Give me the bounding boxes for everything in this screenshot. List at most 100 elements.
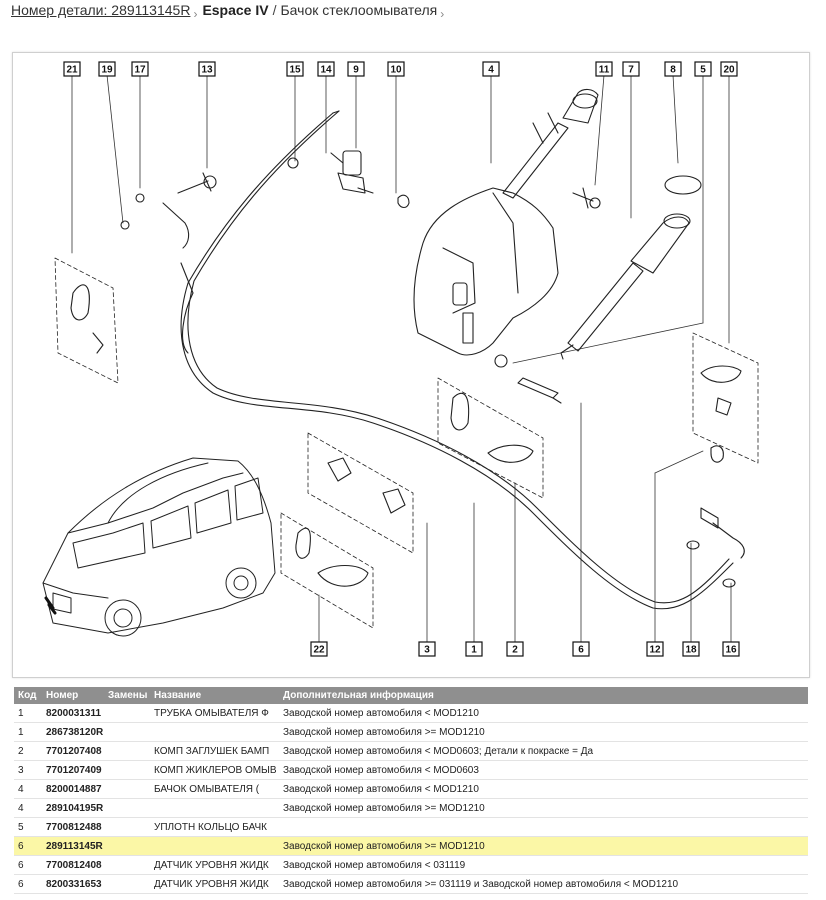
table-row[interactable]: 4 8200014887 БАЧОК ОМЫВАТЕЛЯ ( Заводской… <box>14 779 808 799</box>
cell-number[interactable]: 7701207408 <box>42 741 104 761</box>
cell-name <box>150 798 279 818</box>
cell-name <box>150 836 279 856</box>
callout-box-frame <box>286 61 304 77</box>
callout-box-frame <box>347 61 365 77</box>
cell-number[interactable]: 8200331653 <box>42 874 104 894</box>
cell-name: УПЛОТН КОЛЬЦО БАЧК <box>150 817 279 837</box>
callout-15[interactable]: 15 <box>286 61 304 77</box>
callout-label: 20 <box>723 65 735 76</box>
cell-info <box>279 817 808 837</box>
col-header-number[interactable]: Номер <box>42 687 104 704</box>
callout-box-frame <box>646 641 664 657</box>
callout-label: 17 <box>134 65 146 76</box>
callout-10[interactable]: 10 <box>387 61 405 77</box>
cell-number[interactable]: 289113145R <box>42 836 104 856</box>
cell-name: КОМП ЖИКЛЕРОВ ОМЫВ <box>150 760 279 780</box>
cell-replacements <box>104 798 150 818</box>
callout-box-frame <box>622 61 640 77</box>
table-row[interactable]: 6 8200331653 ДАТЧИК УРОВНЯ ЖИДК Заводско… <box>14 874 808 894</box>
callout-label: 11 <box>599 65 610 76</box>
breadcrumb-current: Бачок стеклоомывателя <box>280 2 438 18</box>
cell-replacements <box>104 722 150 742</box>
callout-label: 14 <box>320 65 332 76</box>
callout-label: 5 <box>700 65 706 76</box>
callout-17[interactable]: 17 <box>131 61 149 77</box>
cell-replacements <box>104 836 150 856</box>
callout-label: 15 <box>289 65 301 76</box>
callout-box-frame <box>482 61 500 77</box>
callout-3[interactable]: 3 <box>418 641 436 657</box>
callout-box-frame <box>595 61 613 77</box>
callout-box-frame <box>198 61 216 77</box>
callout-label: 10 <box>390 65 402 76</box>
callout-12[interactable]: 12 <box>646 641 664 657</box>
callout-1[interactable]: 1 <box>465 641 483 657</box>
cell-number[interactable]: 7701207409 <box>42 760 104 780</box>
callout-22[interactable]: 22 <box>310 641 328 657</box>
table-row[interactable]: 4 289104195R Заводской номер автомобиля … <box>14 798 808 818</box>
callout-2[interactable]: 2 <box>506 641 524 657</box>
cell-info: Заводской номер автомобиля < MOD0603; Де… <box>279 741 808 761</box>
callout-6[interactable]: 6 <box>572 641 590 657</box>
callout-box-frame <box>720 61 738 77</box>
col-header-code[interactable]: Код <box>14 687 42 704</box>
table-row[interactable]: 2 7701207408 КОМП ЗАГЛУШЕК БАМП Заводско… <box>14 741 808 761</box>
cap-part <box>664 175 702 195</box>
callout-box-frame <box>722 641 740 657</box>
cell-number[interactable]: 8200014887 <box>42 779 104 799</box>
cell-name: ТРУБКА ОМЫВАТЕЛЯ Ф <box>150 704 279 723</box>
callout-box-frame <box>682 641 700 657</box>
callout-label: 18 <box>685 645 697 656</box>
cell-info: Заводской номер автомобиля < MOD1210 <box>279 779 808 799</box>
cell-number[interactable]: 289104195R <box>42 798 104 818</box>
cell-name: БАЧОК ОМЫВАТЕЛЯ ( <box>150 779 279 799</box>
cell-code: 5 <box>14 817 42 837</box>
callout-label: 3 <box>424 645 430 656</box>
cell-replacements <box>104 817 150 837</box>
level-sensor-pipe <box>560 213 691 360</box>
cell-code: 4 <box>14 798 42 818</box>
table-row[interactable]: 3 7701207409 КОМП ЖИКЛЕРОВ ОМЫВ Заводско… <box>14 760 808 780</box>
cell-number[interactable]: 7700812488 <box>42 817 104 837</box>
callout-label: 21 <box>66 65 78 76</box>
table-row[interactable]: 1 286738120R Заводской номер автомобиля … <box>14 722 808 742</box>
cell-replacements <box>104 874 150 894</box>
table-row-selected[interactable]: 6 289113145R Заводской номер автомобиля … <box>14 836 808 856</box>
callout-label: 2 <box>512 645 518 656</box>
col-header-name[interactable]: Название <box>150 687 279 704</box>
cell-number[interactable]: 286738120R <box>42 722 104 742</box>
col-header-replacements[interactable]: Замены <box>104 687 150 704</box>
callout-5[interactable]: 5 <box>694 61 712 77</box>
table-row[interactable]: 5 7700812488 УПЛОТН КОЛЬЦО БАЧК <box>14 817 808 837</box>
callout-4[interactable]: 4 <box>482 61 500 77</box>
callout-19[interactable]: 19 <box>98 61 116 77</box>
table-row[interactable]: 6 7700812408 ДАТЧИК УРОВНЯ ЖИДК Заводско… <box>14 855 808 875</box>
col-header-info[interactable]: Дополнительная информация <box>279 687 808 704</box>
cell-number[interactable]: 7700812408 <box>42 855 104 875</box>
cell-name <box>150 722 279 742</box>
callout-box-frame <box>131 61 149 77</box>
callout-20[interactable]: 20 <box>720 61 738 77</box>
cell-code: 1 <box>14 722 42 742</box>
callout-label: 8 <box>670 65 676 76</box>
callout-9[interactable]: 9 <box>347 61 365 77</box>
callout-13[interactable]: 13 <box>198 61 216 77</box>
table-row[interactable]: 1 8200031311 ТРУБКА ОМЫВАТЕЛЯ Ф Заводско… <box>14 704 808 723</box>
callout-14[interactable]: 14 <box>317 61 335 77</box>
cell-code: 2 <box>14 741 42 761</box>
callout-21[interactable]: 21 <box>63 61 81 77</box>
callout-18[interactable]: 18 <box>682 641 700 657</box>
callout-16[interactable]: 16 <box>722 641 740 657</box>
breadcrumb-part-number-link[interactable]: Номер детали: 289113145R <box>11 2 191 18</box>
callout-label: 16 <box>725 645 737 656</box>
cell-number[interactable]: 8200031311 <box>42 704 104 723</box>
parts-table: Код Номер Замены Название Дополнительная… <box>14 687 808 894</box>
callout-8[interactable]: 8 <box>664 61 682 77</box>
callout-11[interactable]: 11 <box>595 61 613 77</box>
callout-box-frame <box>506 641 524 657</box>
callout-label: 19 <box>101 65 113 76</box>
callout-7[interactable]: 7 <box>622 61 640 77</box>
callout-box-frame <box>572 641 590 657</box>
leader-lines <box>71 74 732 644</box>
